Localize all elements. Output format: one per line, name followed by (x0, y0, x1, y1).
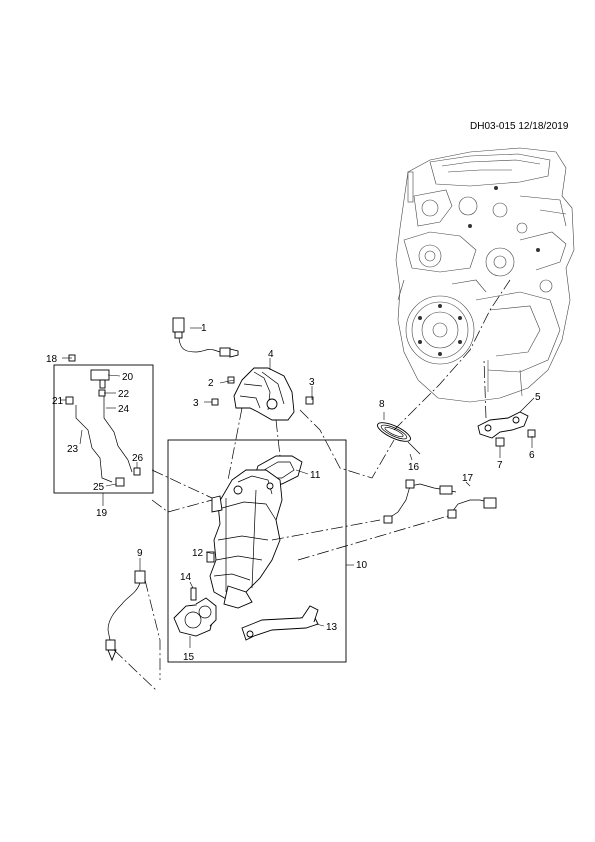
callout-4: 4 (268, 349, 274, 360)
bolt-icon (211, 398, 219, 406)
oxygen-sensor-icon (383, 479, 497, 524)
callout-24: 24 (118, 404, 130, 415)
callout-23: 23 (67, 444, 79, 455)
bolt-icon (305, 396, 314, 405)
callout-14: 14 (180, 572, 192, 583)
connection-lines (113, 279, 511, 691)
stud-icon (190, 587, 197, 601)
callout-8: 8 (379, 399, 385, 410)
callout-20: 20 (122, 372, 134, 383)
callout-22: 22 (118, 389, 130, 400)
hose-kit-box (53, 364, 154, 494)
callout-18: 18 (46, 354, 58, 365)
nut-icon (527, 429, 536, 438)
oxygen-sensor-icon (172, 317, 239, 358)
gasket-icon (377, 422, 421, 455)
engine-icon (395, 147, 575, 403)
callout-1: 1 (201, 323, 207, 334)
heat-shield-icon (233, 367, 295, 421)
gasket-icon (173, 597, 217, 637)
callout-labels: 1 2 3 3 4 5 6 7 8 9 10 11 12 13 14 15 16… (46, 323, 541, 663)
callout-3: 3 (309, 377, 315, 388)
callout-13: 13 (326, 622, 338, 633)
callout-15: 15 (183, 652, 195, 663)
oxygen-sensor-icon (105, 570, 146, 662)
catalytic-converter-icon (209, 469, 283, 609)
bracket-icon (477, 411, 529, 439)
callout-12: 12 (192, 548, 204, 559)
callout-3: 3 (193, 398, 199, 409)
hose-pipe-icon (75, 396, 133, 483)
catalytic-converter-box (167, 439, 347, 663)
nut-icon (495, 437, 505, 447)
pipe-connector-icon (90, 369, 110, 389)
callout-5: 5 (535, 392, 541, 403)
callout-10: 10 (356, 560, 368, 571)
sensor-boss-icon (206, 551, 215, 563)
callout-16: 16 (408, 462, 420, 473)
callout-7: 7 (497, 460, 503, 471)
callout-17: 17 (462, 473, 474, 484)
bracket-icon (241, 605, 319, 641)
callout-25: 25 (93, 482, 105, 493)
callout-19: 19 (96, 508, 108, 519)
callout-9: 9 (137, 548, 143, 559)
callout-6: 6 (529, 450, 535, 461)
drawing-code: DH03-015 12/18/2019 (470, 121, 569, 132)
leader-lines (60, 327, 535, 648)
clamp-icon (115, 477, 125, 487)
callout-11: 11 (310, 470, 321, 481)
callout-21: 21 (52, 396, 64, 407)
callout-2: 2 (208, 378, 214, 389)
clamp-icon (65, 396, 74, 405)
clamp-icon (133, 467, 141, 476)
callout-26: 26 (132, 453, 144, 464)
